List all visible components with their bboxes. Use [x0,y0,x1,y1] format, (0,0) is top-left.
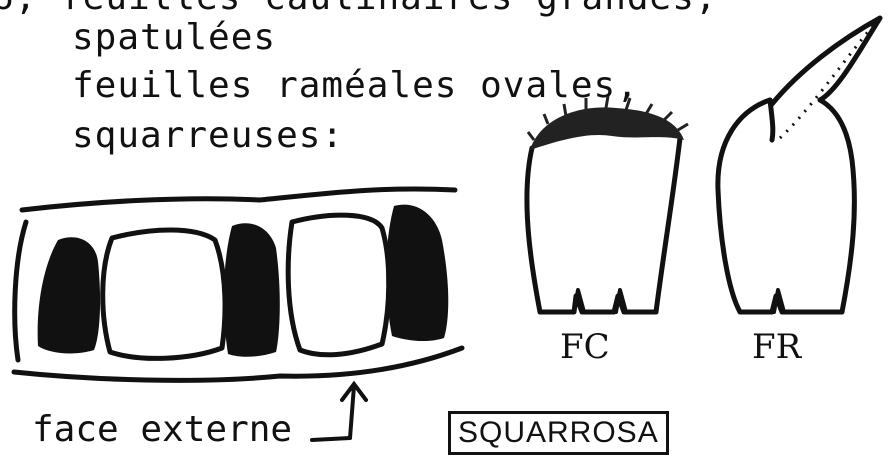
hyaline-cell-2 [288,215,389,355]
arrow-shaft [350,386,354,438]
cross-section-left-edge [15,222,26,360]
fr-leaf-recurved-tip [770,18,880,140]
fc-leaf-teeth [574,290,626,312]
chlorophyll-cell-1 [38,237,100,353]
arrow-tail [312,438,350,440]
fc-fringed-apex [528,96,688,150]
fr-label: FR [752,328,801,366]
cross-section-top-wall [22,189,455,210]
hyaline-cell-1 [103,230,225,358]
chlorophyll-cell-2 [224,223,280,357]
species-name-box: SQUARROSA [448,411,669,455]
fr-leaf-outline [718,100,855,312]
face-externe-label: face externe [32,410,292,450]
fc-label: FC [560,328,610,366]
fc-leaf-outline [527,138,680,312]
chlorophyll-cell-3 [386,205,448,341]
